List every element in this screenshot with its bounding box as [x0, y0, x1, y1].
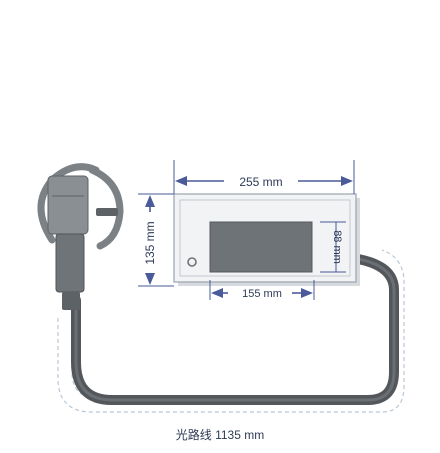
dim-width — [173, 160, 355, 194]
dim-width-label: 255 mm — [239, 175, 282, 189]
handpiece-tail — [62, 292, 80, 310]
handpiece-arc-right — [88, 166, 124, 250]
handpiece-body — [47, 175, 89, 235]
cable-length-label: 光路线 1135 mm — [175, 428, 265, 442]
dim-height — [138, 193, 174, 287]
dim-screen-height — [320, 221, 346, 273]
power-button — [187, 257, 197, 267]
handpiece-clip — [96, 208, 118, 216]
handpiece-grip — [55, 233, 85, 293]
dim-screen-width — [209, 280, 315, 300]
dim-height-label: 135 mm — [143, 221, 157, 264]
fiber-cable-highlight — [74, 256, 396, 402]
device-inner-frame — [179, 199, 351, 277]
device-screen — [209, 221, 313, 273]
dim-screen-height-label: 88 mm — [331, 230, 343, 264]
dim-screen-width-label: 155 mm — [242, 288, 282, 300]
cable-ghost-outline — [57, 249, 405, 413]
